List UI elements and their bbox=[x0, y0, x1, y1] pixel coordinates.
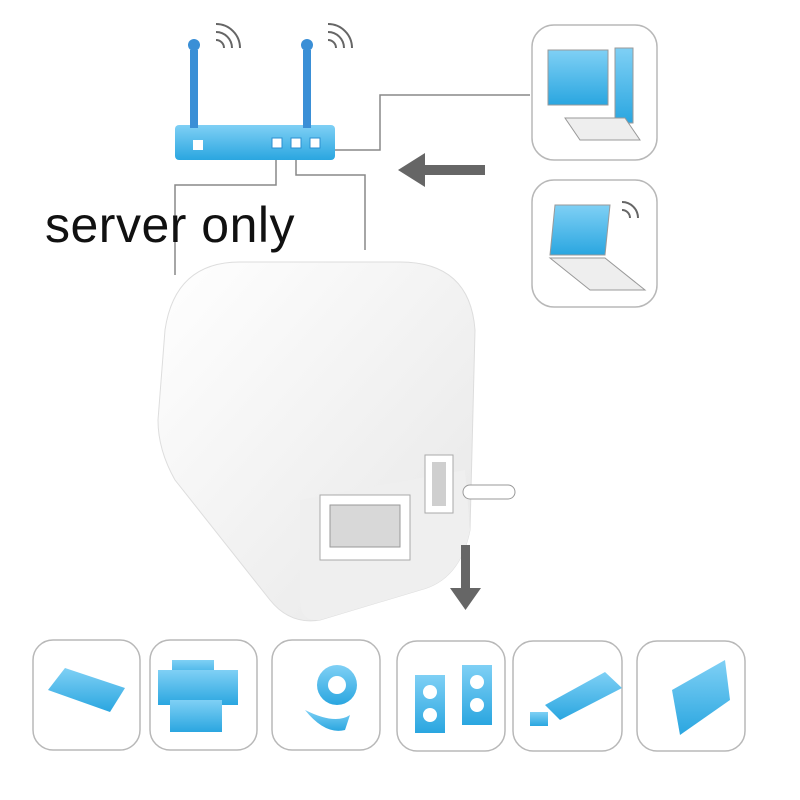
usb-c-port bbox=[462, 484, 516, 500]
desktop-pc-icon bbox=[547, 47, 641, 141]
wifi-icon bbox=[215, 23, 353, 49]
arrow-left-icon bbox=[398, 153, 485, 187]
caption-text: server only bbox=[45, 197, 296, 253]
hdd-icon bbox=[48, 668, 125, 712]
printer-icon bbox=[158, 660, 238, 732]
router-icon bbox=[175, 23, 353, 160]
arrow-down-icon bbox=[450, 545, 481, 610]
card-reader-icon bbox=[672, 660, 730, 735]
laptop-icon bbox=[548, 201, 647, 291]
webcam-icon bbox=[305, 665, 357, 731]
usb-drive-icon bbox=[530, 672, 622, 726]
print-server-device bbox=[157, 261, 516, 622]
speakers-icon bbox=[415, 665, 492, 733]
peripheral-boxes bbox=[32, 639, 746, 752]
connection-lines bbox=[174, 94, 530, 275]
